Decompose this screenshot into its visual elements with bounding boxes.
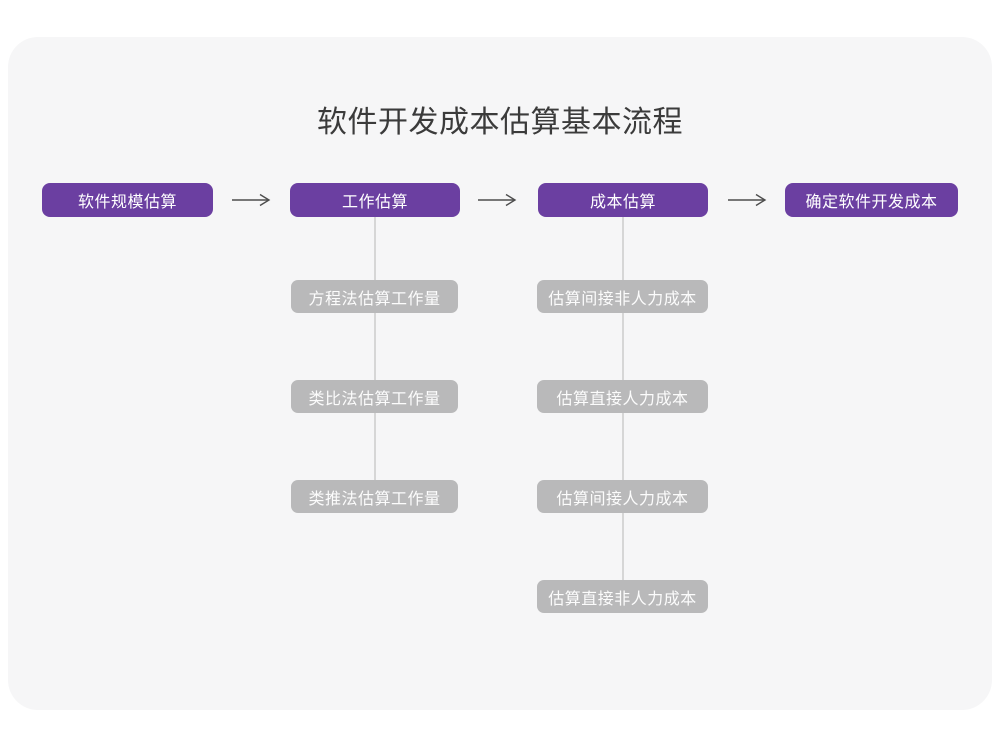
right-arrow-icon (478, 193, 517, 207)
cost-node-indirect-nonlabor: 估算间接非人力成本 (537, 280, 708, 313)
stage-node-cost-estimation: 成本估算 (538, 183, 708, 217)
cost-node-direct-labor: 估算直接人力成本 (537, 380, 708, 413)
cost-node-direct-nonlabor: 估算直接非人力成本 (537, 580, 708, 613)
right-arrow-icon (728, 193, 767, 207)
stage-node-work-estimation: 工作估算 (290, 183, 460, 217)
method-node-equation-workload: 方程法估算工作量 (291, 280, 458, 313)
right-arrow-icon (232, 193, 271, 207)
page-title: 软件开发成本估算基本流程 (317, 106, 683, 139)
cost-node-indirect-labor: 估算间接人力成本 (537, 480, 708, 513)
method-node-analogy-workload: 类比法估算工作量 (291, 380, 458, 413)
method-node-extrapolation-workload: 类推法估算工作量 (291, 480, 458, 513)
stage-node-software-scale-estimation: 软件规模估算 (42, 183, 213, 217)
vertical-connector-line (374, 217, 376, 480)
stage-node-determine-development-cost: 确定软件开发成本 (785, 183, 958, 217)
diagram-card (8, 37, 992, 710)
